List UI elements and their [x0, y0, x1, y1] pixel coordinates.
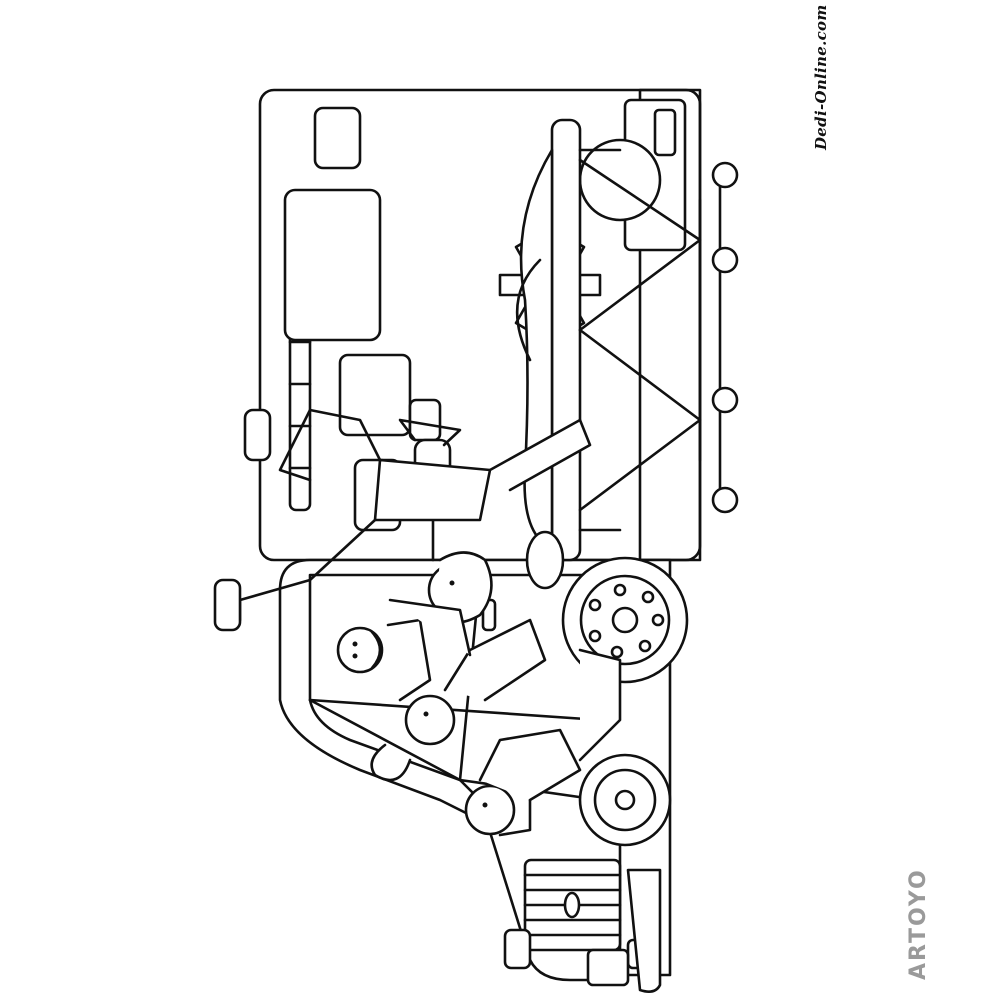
brand-watermark: ARTOYO	[906, 868, 931, 980]
boot	[215, 580, 240, 630]
stretcher-bed	[552, 120, 580, 560]
driver	[338, 620, 430, 780]
front-bumper	[628, 870, 660, 992]
side-window	[315, 108, 360, 168]
paramedic-rear	[466, 650, 620, 835]
rear-wheel	[580, 755, 670, 845]
front-grille	[525, 860, 620, 950]
side-window	[340, 355, 410, 435]
rear-window	[285, 190, 380, 340]
rotated-scene	[215, 90, 737, 992]
paramedic-front	[215, 410, 590, 630]
boot	[245, 410, 270, 460]
spare-wheel	[580, 140, 660, 220]
site-watermark: Dedi-Online.com	[812, 4, 830, 150]
paramedic-middle	[390, 600, 545, 744]
front-wheel	[563, 558, 687, 682]
headlight	[505, 930, 530, 968]
